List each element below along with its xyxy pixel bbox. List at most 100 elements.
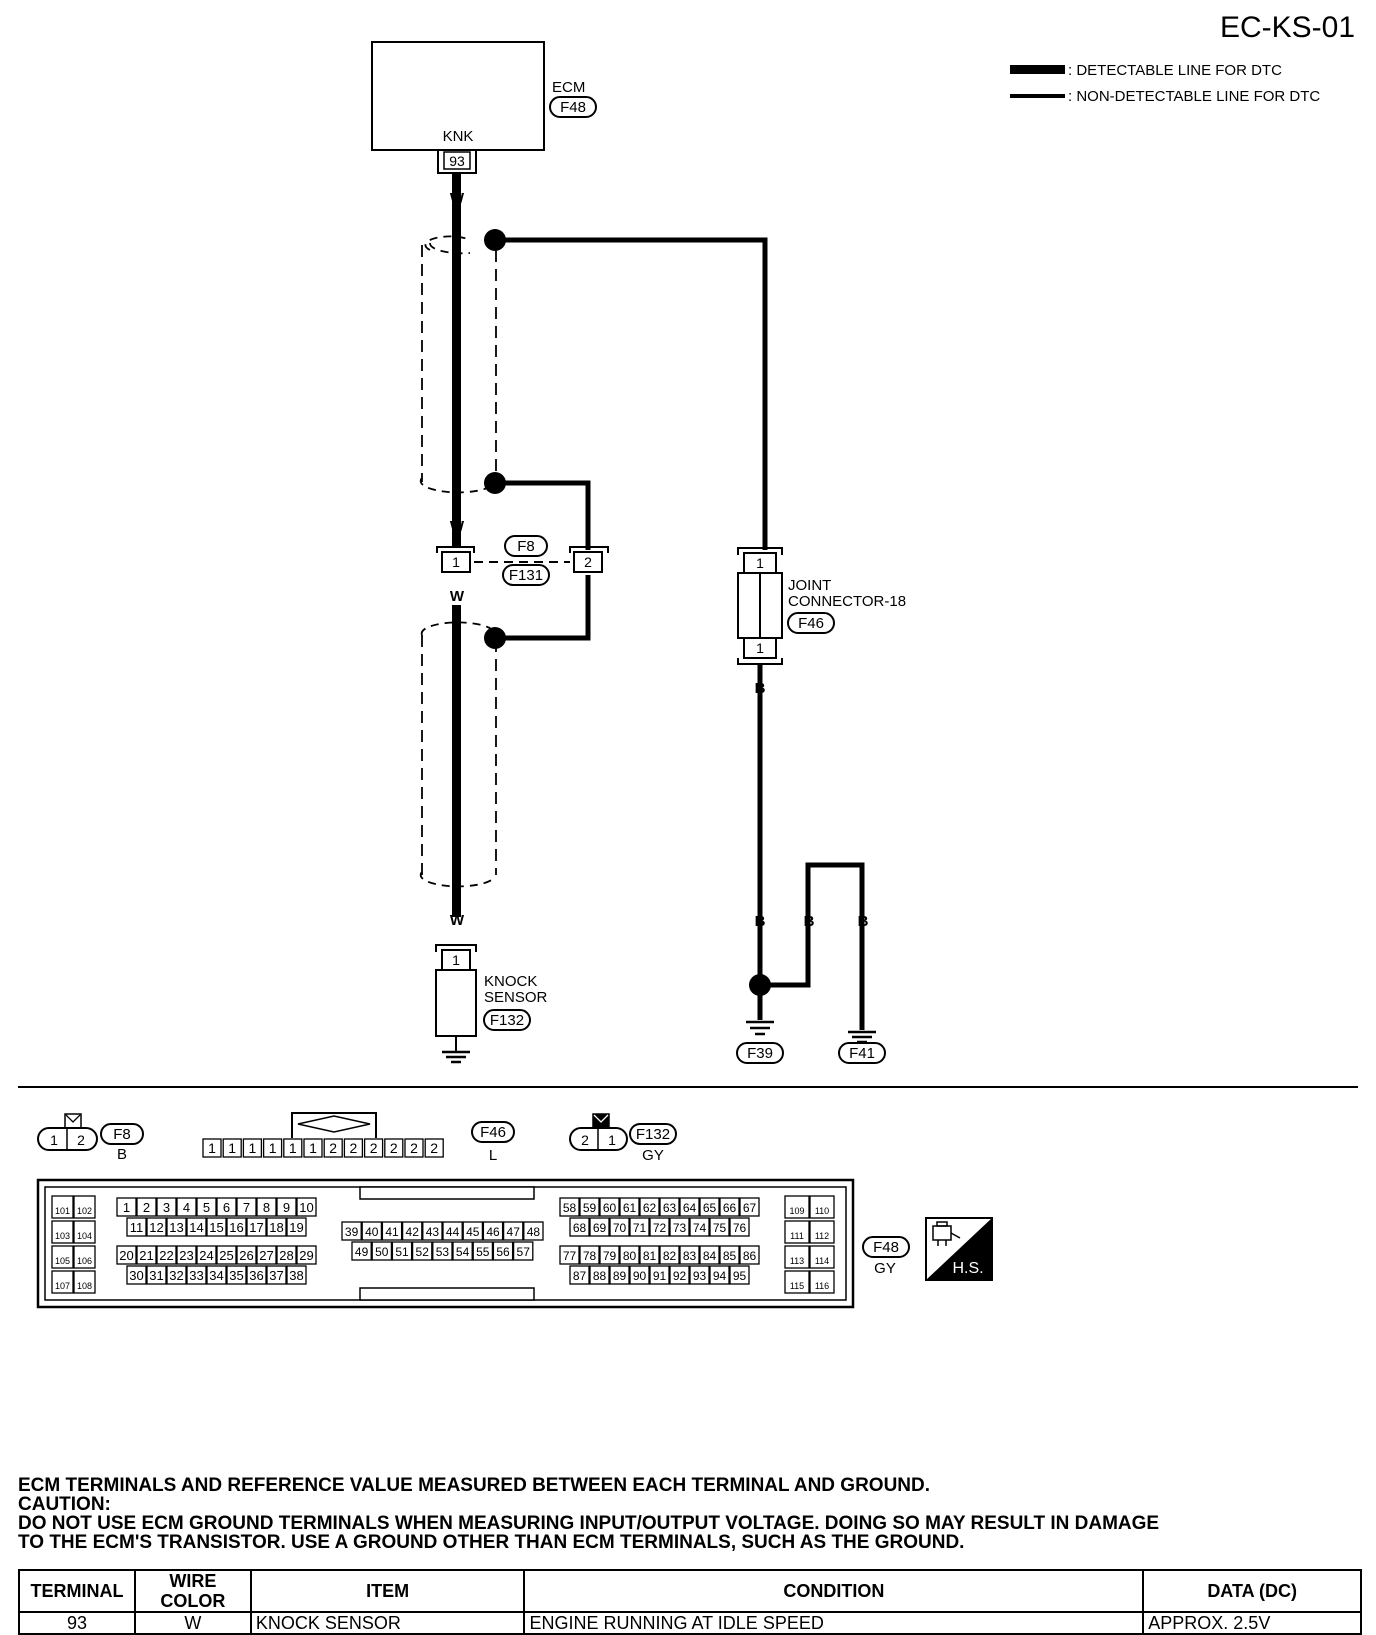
ecm-connector-id: F48	[560, 99, 586, 116]
pin-number: 1	[249, 1140, 257, 1156]
f132-view-color: GY	[642, 1147, 664, 1164]
pin-number: 90	[633, 1269, 647, 1283]
pin-cell	[679, 1197, 700, 1217]
pin-number: 34	[209, 1268, 223, 1283]
notes-line-1: ECM TERMINALS AND REFERENCE VALUE MEASUR…	[18, 1475, 931, 1496]
pin-number: 39	[345, 1225, 359, 1239]
pin-cell	[639, 1245, 660, 1265]
pin-number: 32	[169, 1268, 183, 1283]
pin-number: 1	[208, 1140, 216, 1156]
pin-cell	[186, 1217, 207, 1237]
pin-number: 72	[653, 1221, 667, 1235]
pin-cell	[472, 1241, 494, 1261]
pin-cell	[569, 1217, 590, 1237]
pin-cell	[146, 1265, 167, 1285]
pin-cell	[442, 1221, 463, 1241]
cell-condition: ENGINE RUNNING AT IDLE SPEED	[523, 1611, 1145, 1635]
header-condition: CONDITION	[523, 1569, 1145, 1613]
cell-wire-color: W	[133, 1611, 252, 1635]
pin-number: 62	[643, 1201, 657, 1215]
pin-cell	[809, 1220, 835, 1244]
pin-cell	[206, 1217, 227, 1237]
shield-drain-lower	[495, 575, 591, 641]
f8-view-id: F8	[113, 1126, 131, 1143]
pin-number: 19	[289, 1220, 303, 1235]
harness-symbol-label: H.S.	[952, 1260, 983, 1277]
inline-pin-left-box	[441, 551, 471, 573]
header-item: ITEM	[249, 1569, 526, 1613]
pin-number: 40	[365, 1225, 379, 1239]
pin-number: 86	[743, 1249, 757, 1263]
pin-number: 29	[299, 1248, 313, 1263]
pin-cell	[401, 1221, 423, 1241]
pin-number: 1	[228, 1140, 236, 1156]
pin-cell	[116, 1245, 137, 1265]
pin-number: 103	[55, 1231, 70, 1241]
pin-cell	[242, 1138, 263, 1158]
knock-sensor-body	[435, 969, 477, 1037]
pin-number: 55	[476, 1245, 490, 1259]
pin-number: 14	[189, 1220, 203, 1235]
shield-drain-to-joint	[495, 237, 768, 550]
pin-number: 67	[743, 1201, 757, 1215]
pin-cell	[226, 1217, 247, 1237]
pin-cell	[126, 1265, 147, 1285]
pin-cell	[286, 1265, 307, 1285]
pin-number: 106	[77, 1256, 92, 1266]
wire-color-w-4: W	[450, 912, 465, 929]
pin-number: 30	[129, 1268, 143, 1283]
pin-cell	[669, 1265, 690, 1285]
pin-number: 2	[390, 1140, 398, 1156]
pin-cell	[729, 1217, 750, 1237]
pin-number: 114	[815, 1256, 829, 1266]
ground-wire-2	[760, 862, 865, 1030]
pin-cell	[502, 1221, 524, 1241]
pin-number: 83	[683, 1249, 697, 1263]
pin-cell	[659, 1245, 680, 1265]
ground-f39: F39	[736, 1020, 784, 1064]
pin-cell	[73, 1245, 96, 1269]
pin-cell	[236, 1245, 257, 1265]
pin-cell	[391, 1241, 413, 1261]
pin-cell	[166, 1265, 187, 1285]
pin-cell	[73, 1220, 96, 1244]
caution-line-2: TO THE ECM'S TRANSISTOR. USE A GROUND OT…	[18, 1532, 965, 1553]
pin-cell	[216, 1197, 237, 1217]
table-header-row: TERMINAL WIRE COLOR ITEM CONDITION DATA …	[18, 1569, 1362, 1613]
pin-cell	[343, 1138, 364, 1158]
pin-cell	[286, 1217, 307, 1237]
joint-pin-top: 1	[756, 555, 764, 571]
pin-cell	[176, 1197, 197, 1217]
pin-number: 5	[203, 1200, 210, 1215]
pin-number: 42	[406, 1225, 420, 1239]
knock-sensor-pin: 1	[452, 952, 460, 968]
pin-cell	[784, 1220, 810, 1244]
pin-cell	[266, 1265, 287, 1285]
pin-cell	[629, 1265, 650, 1285]
pin-number: 2	[430, 1140, 438, 1156]
pin-cell	[679, 1245, 700, 1265]
pin-cell	[51, 1245, 74, 1269]
pin-cell	[462, 1221, 484, 1241]
pin-cell	[196, 1245, 217, 1265]
pin-cell	[629, 1217, 650, 1237]
pin-cell	[729, 1265, 750, 1285]
pin-number: 38	[289, 1268, 303, 1283]
pin-number: 2	[370, 1140, 378, 1156]
notes-block: ECM TERMINALS AND REFERENCE VALUE MEASUR…	[18, 1476, 1358, 1552]
pin-number: 94	[713, 1269, 727, 1283]
joint-pin-bottom-box	[743, 637, 777, 659]
pin-cell	[589, 1265, 610, 1285]
pin-number: 110	[815, 1206, 829, 1216]
wire-color-w-2: W	[450, 518, 465, 535]
inline-connector-oval-f8	[504, 535, 548, 557]
pin-cell	[73, 1195, 96, 1219]
pin-cell	[523, 1221, 544, 1241]
pin-cell	[422, 1221, 443, 1241]
pin-number: 2	[350, 1140, 358, 1156]
pin-number: 89	[613, 1269, 627, 1283]
pin-cell	[659, 1197, 680, 1217]
pin-number: 6	[223, 1200, 230, 1215]
